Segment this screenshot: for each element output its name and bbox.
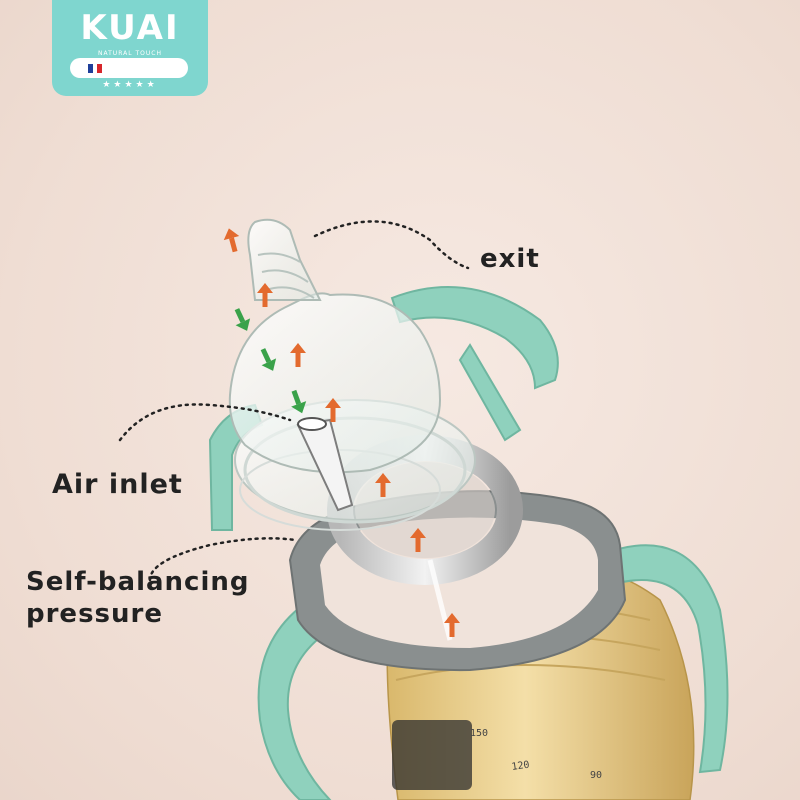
- pressure-line: pressure: [26, 598, 250, 630]
- nipple: [230, 220, 440, 472]
- french-flag-icon: [88, 64, 102, 73]
- brand-tagline: NATURAL TOUCH: [66, 50, 194, 57]
- air-inlet-label: Air inlet: [52, 469, 183, 500]
- rating-stars: ★★★★★: [52, 80, 208, 90]
- brand-name: KUAI: [66, 6, 194, 50]
- exit-leader-line: [315, 221, 468, 268]
- self-balancing-label: Self-balancing pressure: [26, 566, 250, 630]
- brand-logo: KUAI NATURAL TOUCH ★★★★★: [52, 0, 208, 96]
- exit-label: exit: [480, 244, 540, 274]
- svg-text:90: 90: [590, 770, 602, 781]
- self-balancing-line: Self-balancing: [26, 566, 250, 598]
- svg-text:150: 150: [470, 728, 488, 739]
